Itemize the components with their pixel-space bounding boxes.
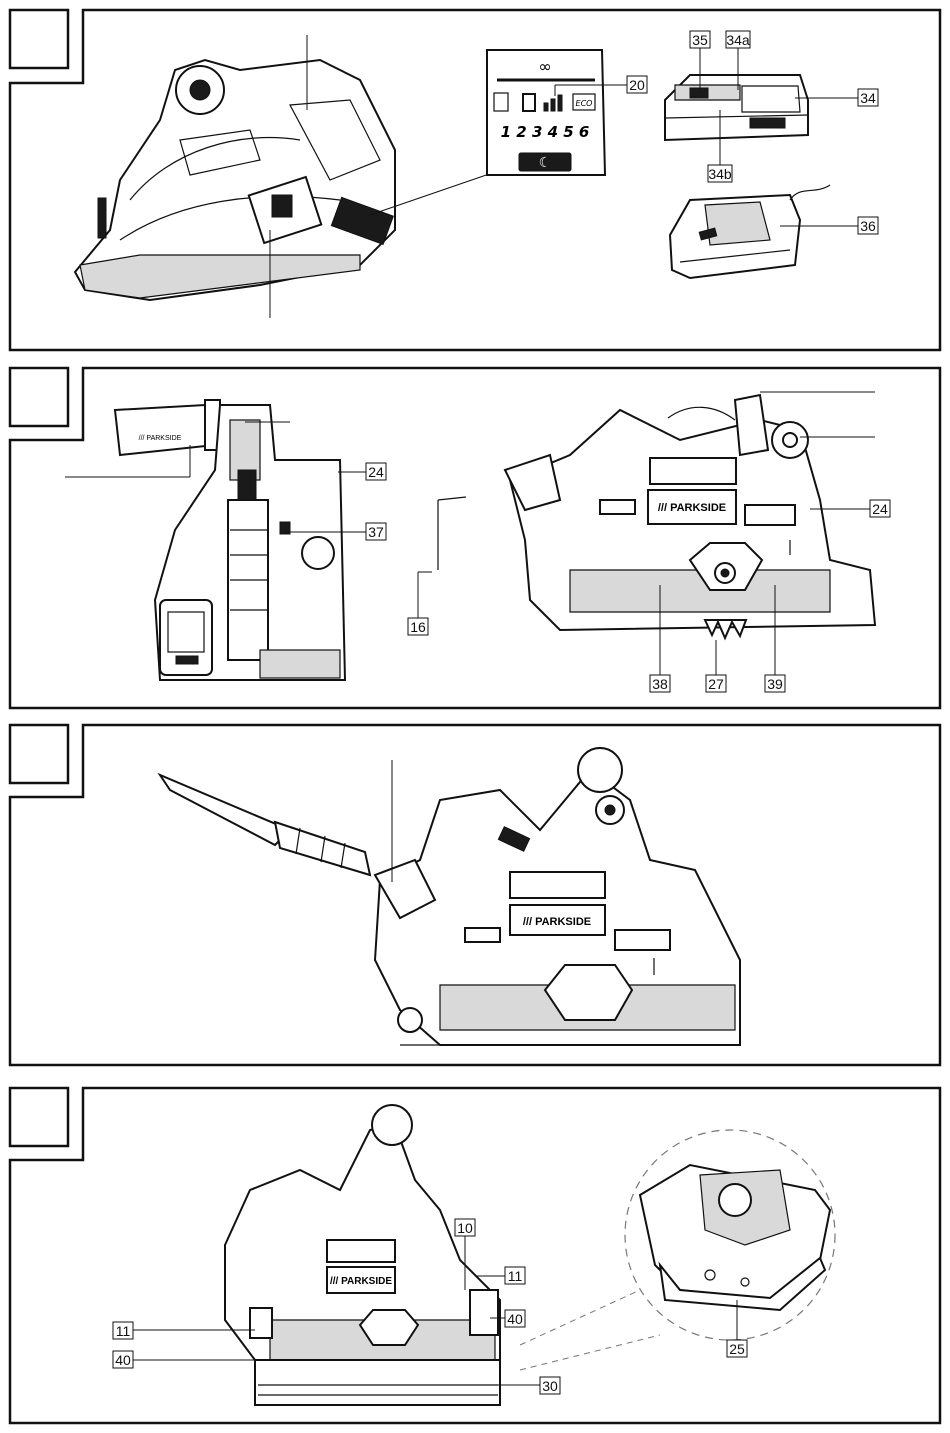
eco-label: ECO bbox=[576, 99, 593, 108]
rail-view-brand: /// PARKSIDE bbox=[330, 1276, 392, 1287]
callout-25: 25 bbox=[729, 1341, 745, 1357]
panel-1: ∞ ECO 1 2 3 4 5 6 ☾ 20 35 bbox=[10, 10, 940, 350]
callout-16: 16 bbox=[410, 619, 426, 635]
callout-40-right: 40 bbox=[507, 1311, 523, 1327]
callout-37: 37 bbox=[368, 524, 384, 540]
saw-side-view-extraction: /// PARKSIDE bbox=[375, 748, 740, 1045]
callout-10: 10 bbox=[457, 1220, 473, 1236]
saw-side-view: /// PARKSIDE bbox=[505, 395, 875, 638]
panel-1-number-box bbox=[10, 10, 68, 68]
callout-24-left: 24 bbox=[368, 464, 384, 480]
callout-11-left: 11 bbox=[116, 1323, 131, 1339]
battery-icon bbox=[523, 94, 535, 111]
panel-2: /// PARKSIDE 24 37 16 bbox=[10, 368, 940, 708]
callout-35: 35 bbox=[692, 32, 708, 48]
panel-2-number-box bbox=[10, 368, 68, 426]
callout-34b: 34b bbox=[708, 166, 732, 182]
saw-on-guide-rail: /// PARKSIDE bbox=[225, 1105, 500, 1405]
callout-11-right: 11 bbox=[508, 1268, 523, 1284]
hex-key bbox=[438, 497, 466, 570]
display-panel: ∞ ECO 1 2 3 4 5 6 ☾ bbox=[487, 50, 605, 175]
panel-4: /// PARKSIDE 10 11 40 11 40 30 bbox=[10, 1088, 940, 1423]
vacuum-hose bbox=[160, 775, 290, 845]
callout-30: 30 bbox=[542, 1378, 558, 1394]
saw-top-view bbox=[75, 60, 395, 300]
callout-27: 27 bbox=[708, 676, 724, 692]
battery-pack bbox=[665, 75, 808, 140]
callout-24-right: 24 bbox=[872, 501, 888, 517]
charger bbox=[670, 185, 830, 278]
mode-numbers: 1 2 3 4 5 6 bbox=[501, 123, 590, 141]
link-symbol: ∞ bbox=[538, 57, 551, 76]
callout-40-left: 40 bbox=[115, 1352, 131, 1368]
panel-3: /// PARKSIDE bbox=[10, 725, 940, 1065]
callout-36: 36 bbox=[860, 218, 876, 234]
callout-39: 39 bbox=[767, 676, 783, 692]
callout-34: 34 bbox=[860, 90, 876, 106]
panel-4-number-box bbox=[10, 1088, 68, 1146]
extraction-brand: /// PARKSIDE bbox=[523, 916, 591, 928]
side-brand: /// PARKSIDE bbox=[658, 502, 726, 514]
handle-brand: /// PARKSIDE bbox=[139, 435, 182, 442]
front-handle: /// PARKSIDE bbox=[115, 400, 220, 455]
detail-circle bbox=[625, 1130, 835, 1340]
callout-38: 38 bbox=[652, 676, 668, 692]
moon-icon: ☾ bbox=[539, 155, 552, 171]
callout-20: 20 bbox=[629, 77, 645, 93]
panel-3-number-box bbox=[10, 725, 68, 783]
callout-34a: 34a bbox=[726, 32, 750, 48]
